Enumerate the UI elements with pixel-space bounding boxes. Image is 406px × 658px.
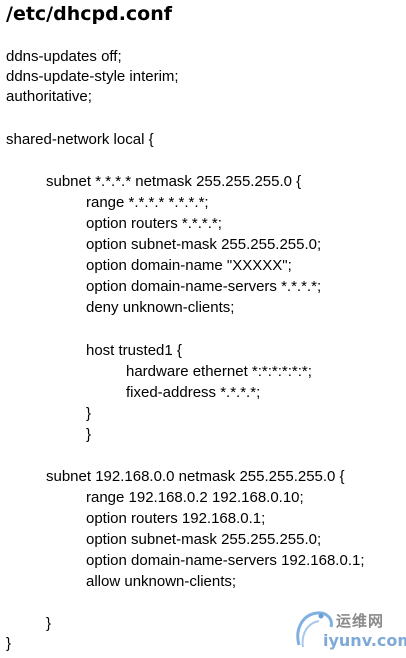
config-line: range *.*.*.* *.*.*.*; — [86, 194, 209, 211]
config-line: option domain-name-servers *.*.*.*; — [86, 278, 322, 295]
config-line: option routers *.*.*.*; — [86, 215, 222, 232]
watermark-logo: 运维网 iyunv.com — [293, 607, 406, 655]
page-title: /etc/dhcpd.conf — [6, 3, 173, 25]
config-line: } — [86, 426, 92, 443]
config-line: option domain-name-servers 192.168.0.1; — [86, 552, 365, 569]
watermark-cn-text: 运维网 — [336, 612, 385, 630]
config-line: allow unknown-clients; — [86, 573, 237, 590]
watermark-en-text: iyunv.com — [323, 631, 406, 650]
config-line: ddns-updates off; — [6, 48, 122, 65]
config-line: option subnet-mask 255.255.255.0; — [86, 236, 322, 253]
config-line: fixed-address *.*.*.*; — [126, 384, 261, 401]
watermark-swirl-icon — [296, 611, 333, 648]
config-line: } — [6, 635, 12, 652]
config-line: hardware ethernet *:*:*:*:*:*; — [126, 363, 312, 380]
config-line: ddns-update-style interim; — [6, 68, 179, 85]
config-line: subnet *.*.*.* netmask 255.255.255.0 { — [46, 173, 302, 190]
config-line: option routers 192.168.0.1; — [86, 510, 266, 527]
config-line: subnet 192.168.0.0 netmask 255.255.255.0… — [46, 468, 345, 485]
config-line: range 192.168.0.2 192.168.0.10; — [86, 489, 304, 506]
config-line: authoritative; — [6, 88, 92, 105]
config-line: option domain-name "XXXXX"; — [86, 257, 292, 274]
config-line: option subnet-mask 255.255.255.0; — [86, 531, 322, 548]
config-line: } — [46, 615, 52, 632]
config-line: deny unknown-clients; — [86, 299, 235, 316]
config-line: shared-network local { — [6, 131, 154, 148]
config-line: host trusted1 { — [86, 342, 182, 359]
config-line: } — [86, 405, 92, 422]
